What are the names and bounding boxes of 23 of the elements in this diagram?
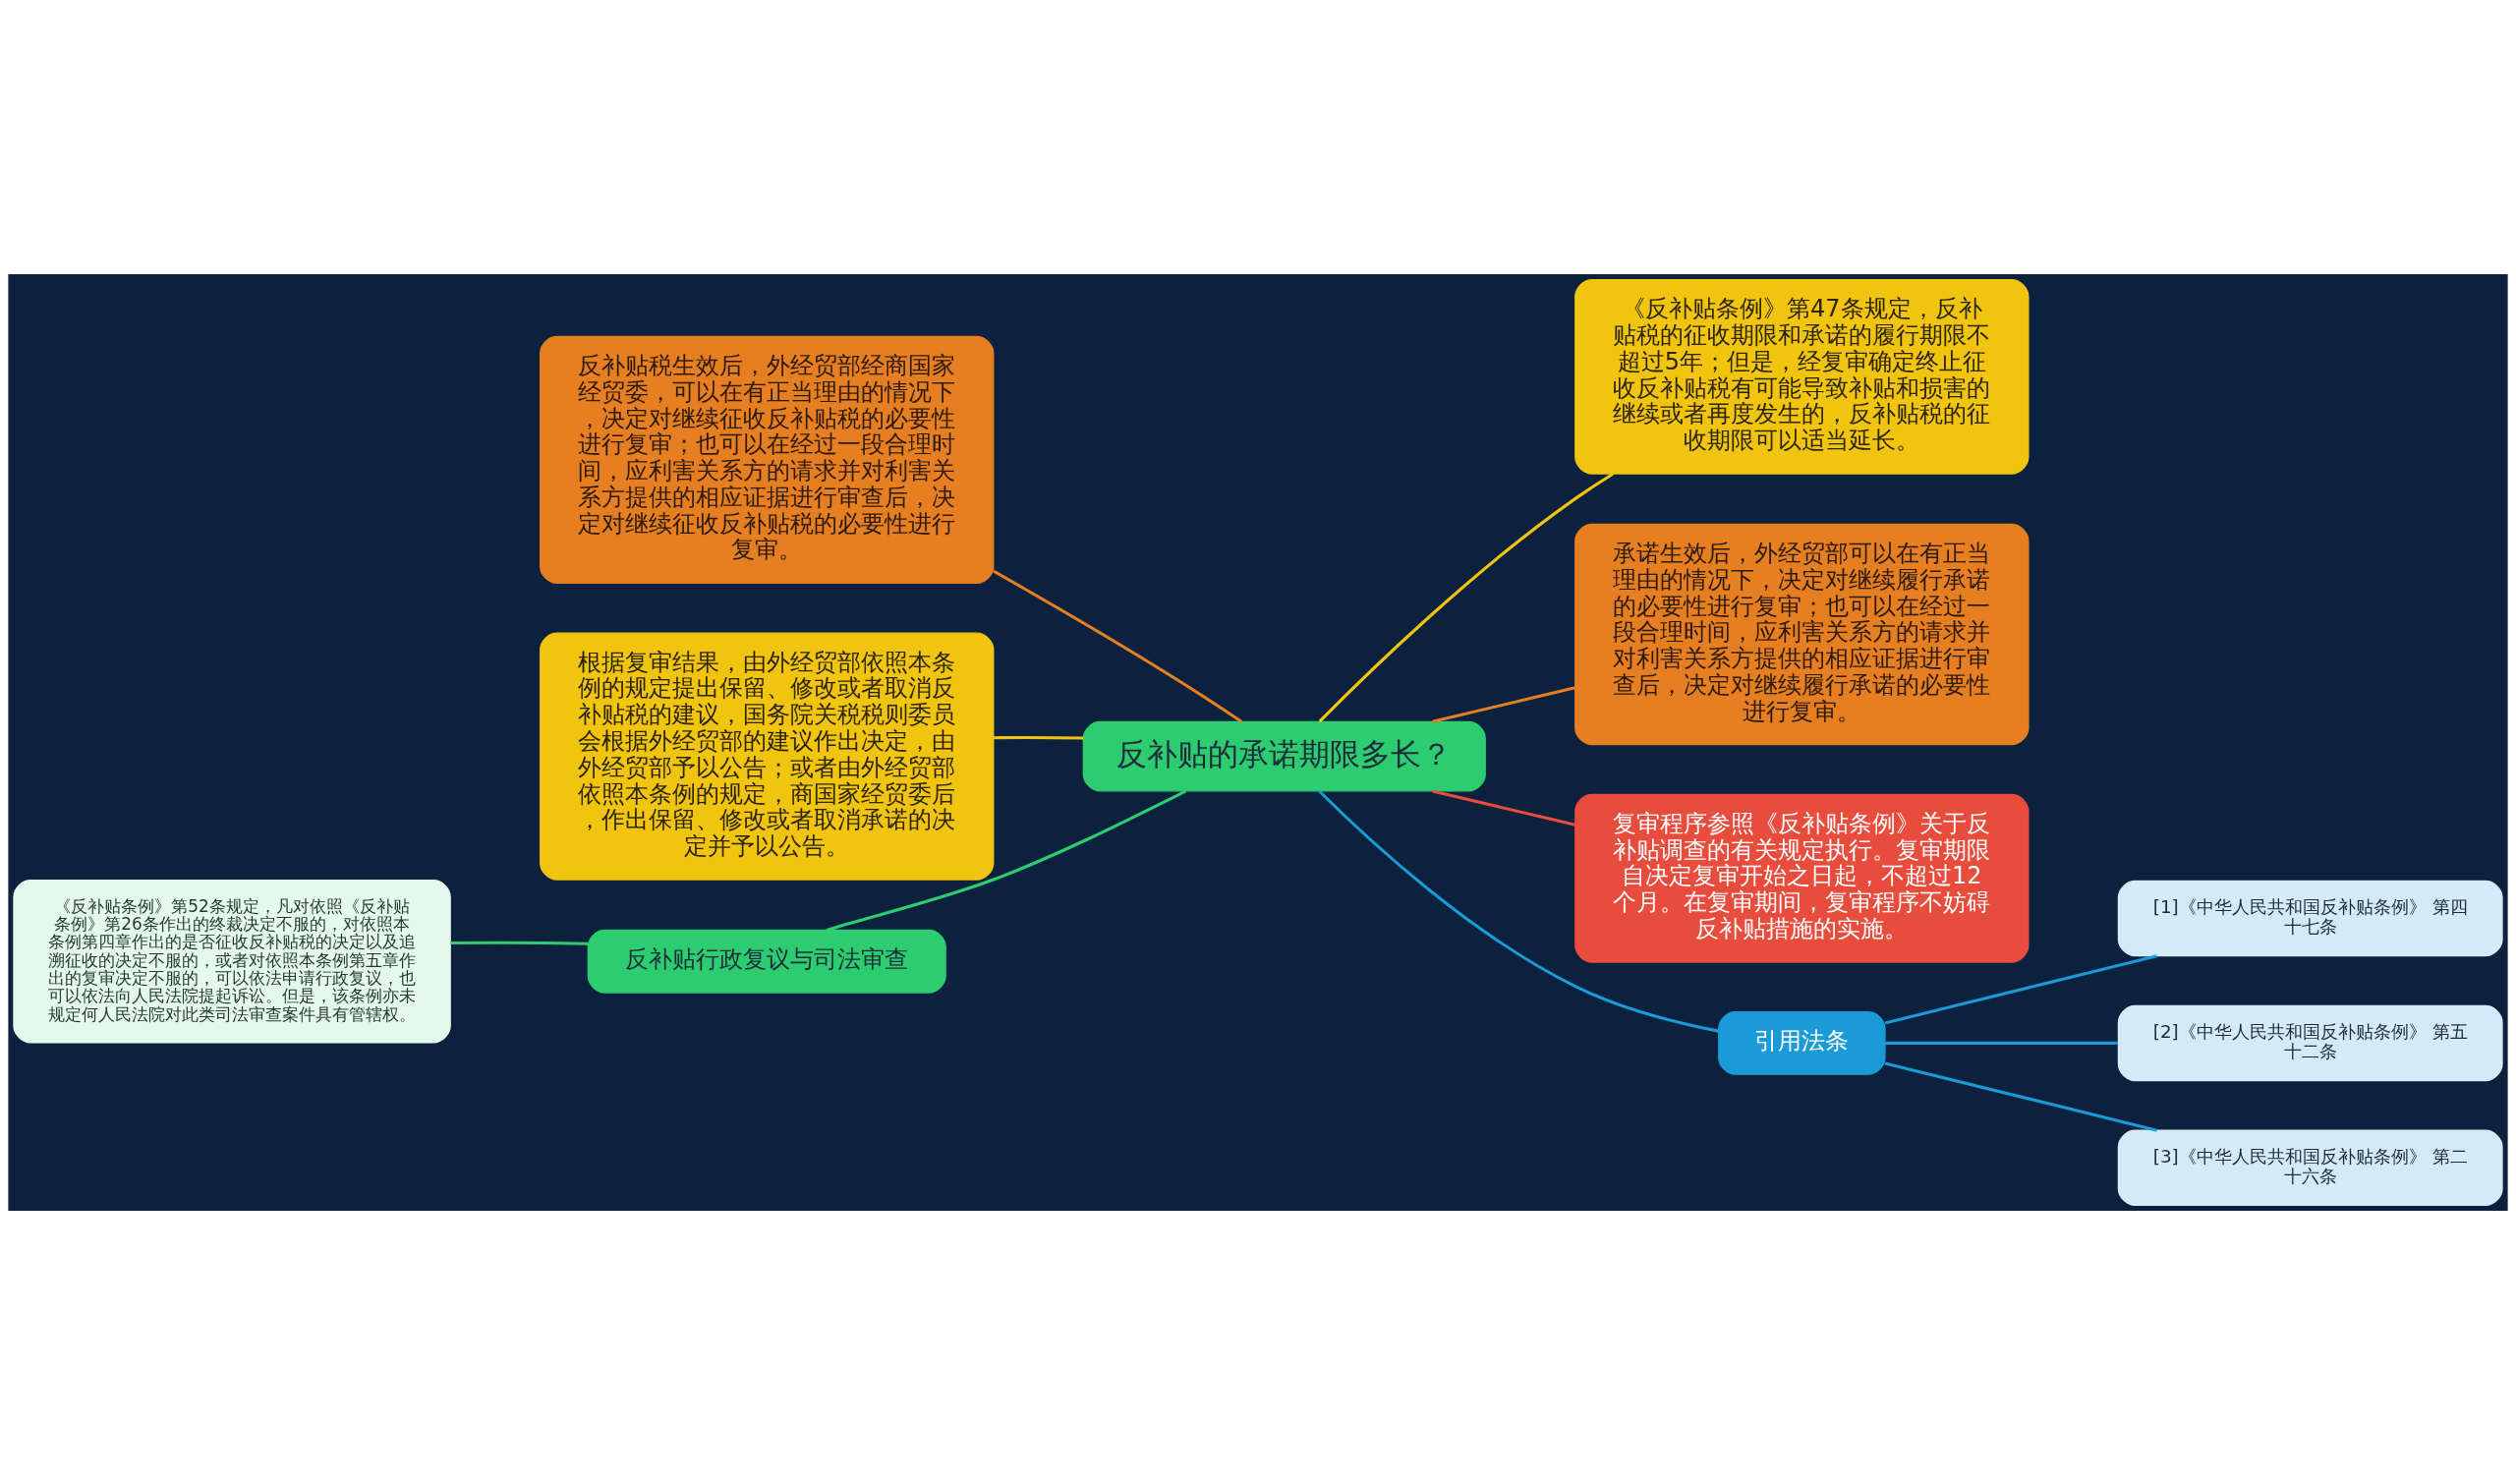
node-box: 《反补贴条例》第52条规定，凡对依照《反补贴条例》第26条作出的终裁决定不服的，对依照本条例第四章作出的是否征收反补贴税的决定以及追溯征收的决定不服的，或者对依照本条例第五章作出的复审决定不服的，可以依法申请行政复议，也可以依法向人民法院提起诉讼。但是，该条例亦未规定何人民法院对此类司法审查案件具有管辖权。 bbox=[13, 879, 451, 1043]
connector bbox=[1884, 953, 2157, 1024]
node-box: [2]《中华人民共和国反补贴条例》 第五十二条 bbox=[2117, 1004, 2503, 1081]
connector bbox=[1885, 1041, 2118, 1045]
node-box: 反补贴税生效后，外经贸部经商国家经贸委，可以在有正当理由的情况下，决定对继续征收反补贴税的必要性进行复审；也可以在经过一段合理时间，应利害关系方的请求并对利害关系方提供的相应证据进行审查后，决定对继续征收反补贴税的必要性进行复审。 bbox=[540, 335, 995, 584]
node-box: [1]《中华人民共和国反补贴条例》 第四十七条 bbox=[2117, 880, 2503, 956]
connector bbox=[1318, 789, 1719, 1033]
node-box: [3]《中华人民共和国反补贴条例》 第二十六条 bbox=[2117, 1129, 2503, 1206]
connector bbox=[1318, 472, 1614, 722]
node-box: 反补贴的承诺期限多长？ bbox=[1082, 720, 1486, 792]
node-box: 承诺生效后，外经贸部可以在有正当理由的情况下，决定对继续履行承诺的必要性进行复审；也可以在经过一段合理时间，应利害关系方的请求并对利害关系方提供的相应证据进行审查后，决定对继续履行承诺的必要性进行复审。 bbox=[1574, 523, 2030, 745]
connector bbox=[450, 941, 589, 945]
node-box: 复审程序参照《反补贴条例》关于反补贴调查的有关规定执行。复审期限自决定复审开始之日起，不超过12个月。在复审期间，复审程序不妨碍反补贴措施的实施。 bbox=[1574, 793, 2030, 963]
connector bbox=[993, 735, 1084, 740]
node-box: 反补贴行政复议与司法审查 bbox=[587, 929, 946, 994]
node-box: 根据复审结果，由外经贸部依照本条例的规定提出保留、修改或者取消反补贴税的建议，国务院关税税则委员会根据外经贸部的建议作出决定，由外经贸部予以公告；或者由外经贸部依照本条例的规定，商国家经贸委后，作出保留、修改或者取消承诺的决定并予以公告。 bbox=[540, 631, 995, 881]
node-box: 《反补贴条例》第47条规定，反补贴税的征收期限和承诺的履行期限不超过5年；但是，经复审确定终止征收反补贴税有可能导致补贴和损害的继续或者再度发生的，反补贴税的征收期限可以适当延长。 bbox=[1574, 278, 2030, 475]
connector bbox=[1884, 1060, 2157, 1132]
connector bbox=[1432, 685, 1575, 723]
connector bbox=[993, 569, 1242, 723]
connector bbox=[1432, 788, 1575, 827]
connector bbox=[826, 789, 1187, 932]
node-box: 引用法条 bbox=[1718, 1010, 1886, 1075]
